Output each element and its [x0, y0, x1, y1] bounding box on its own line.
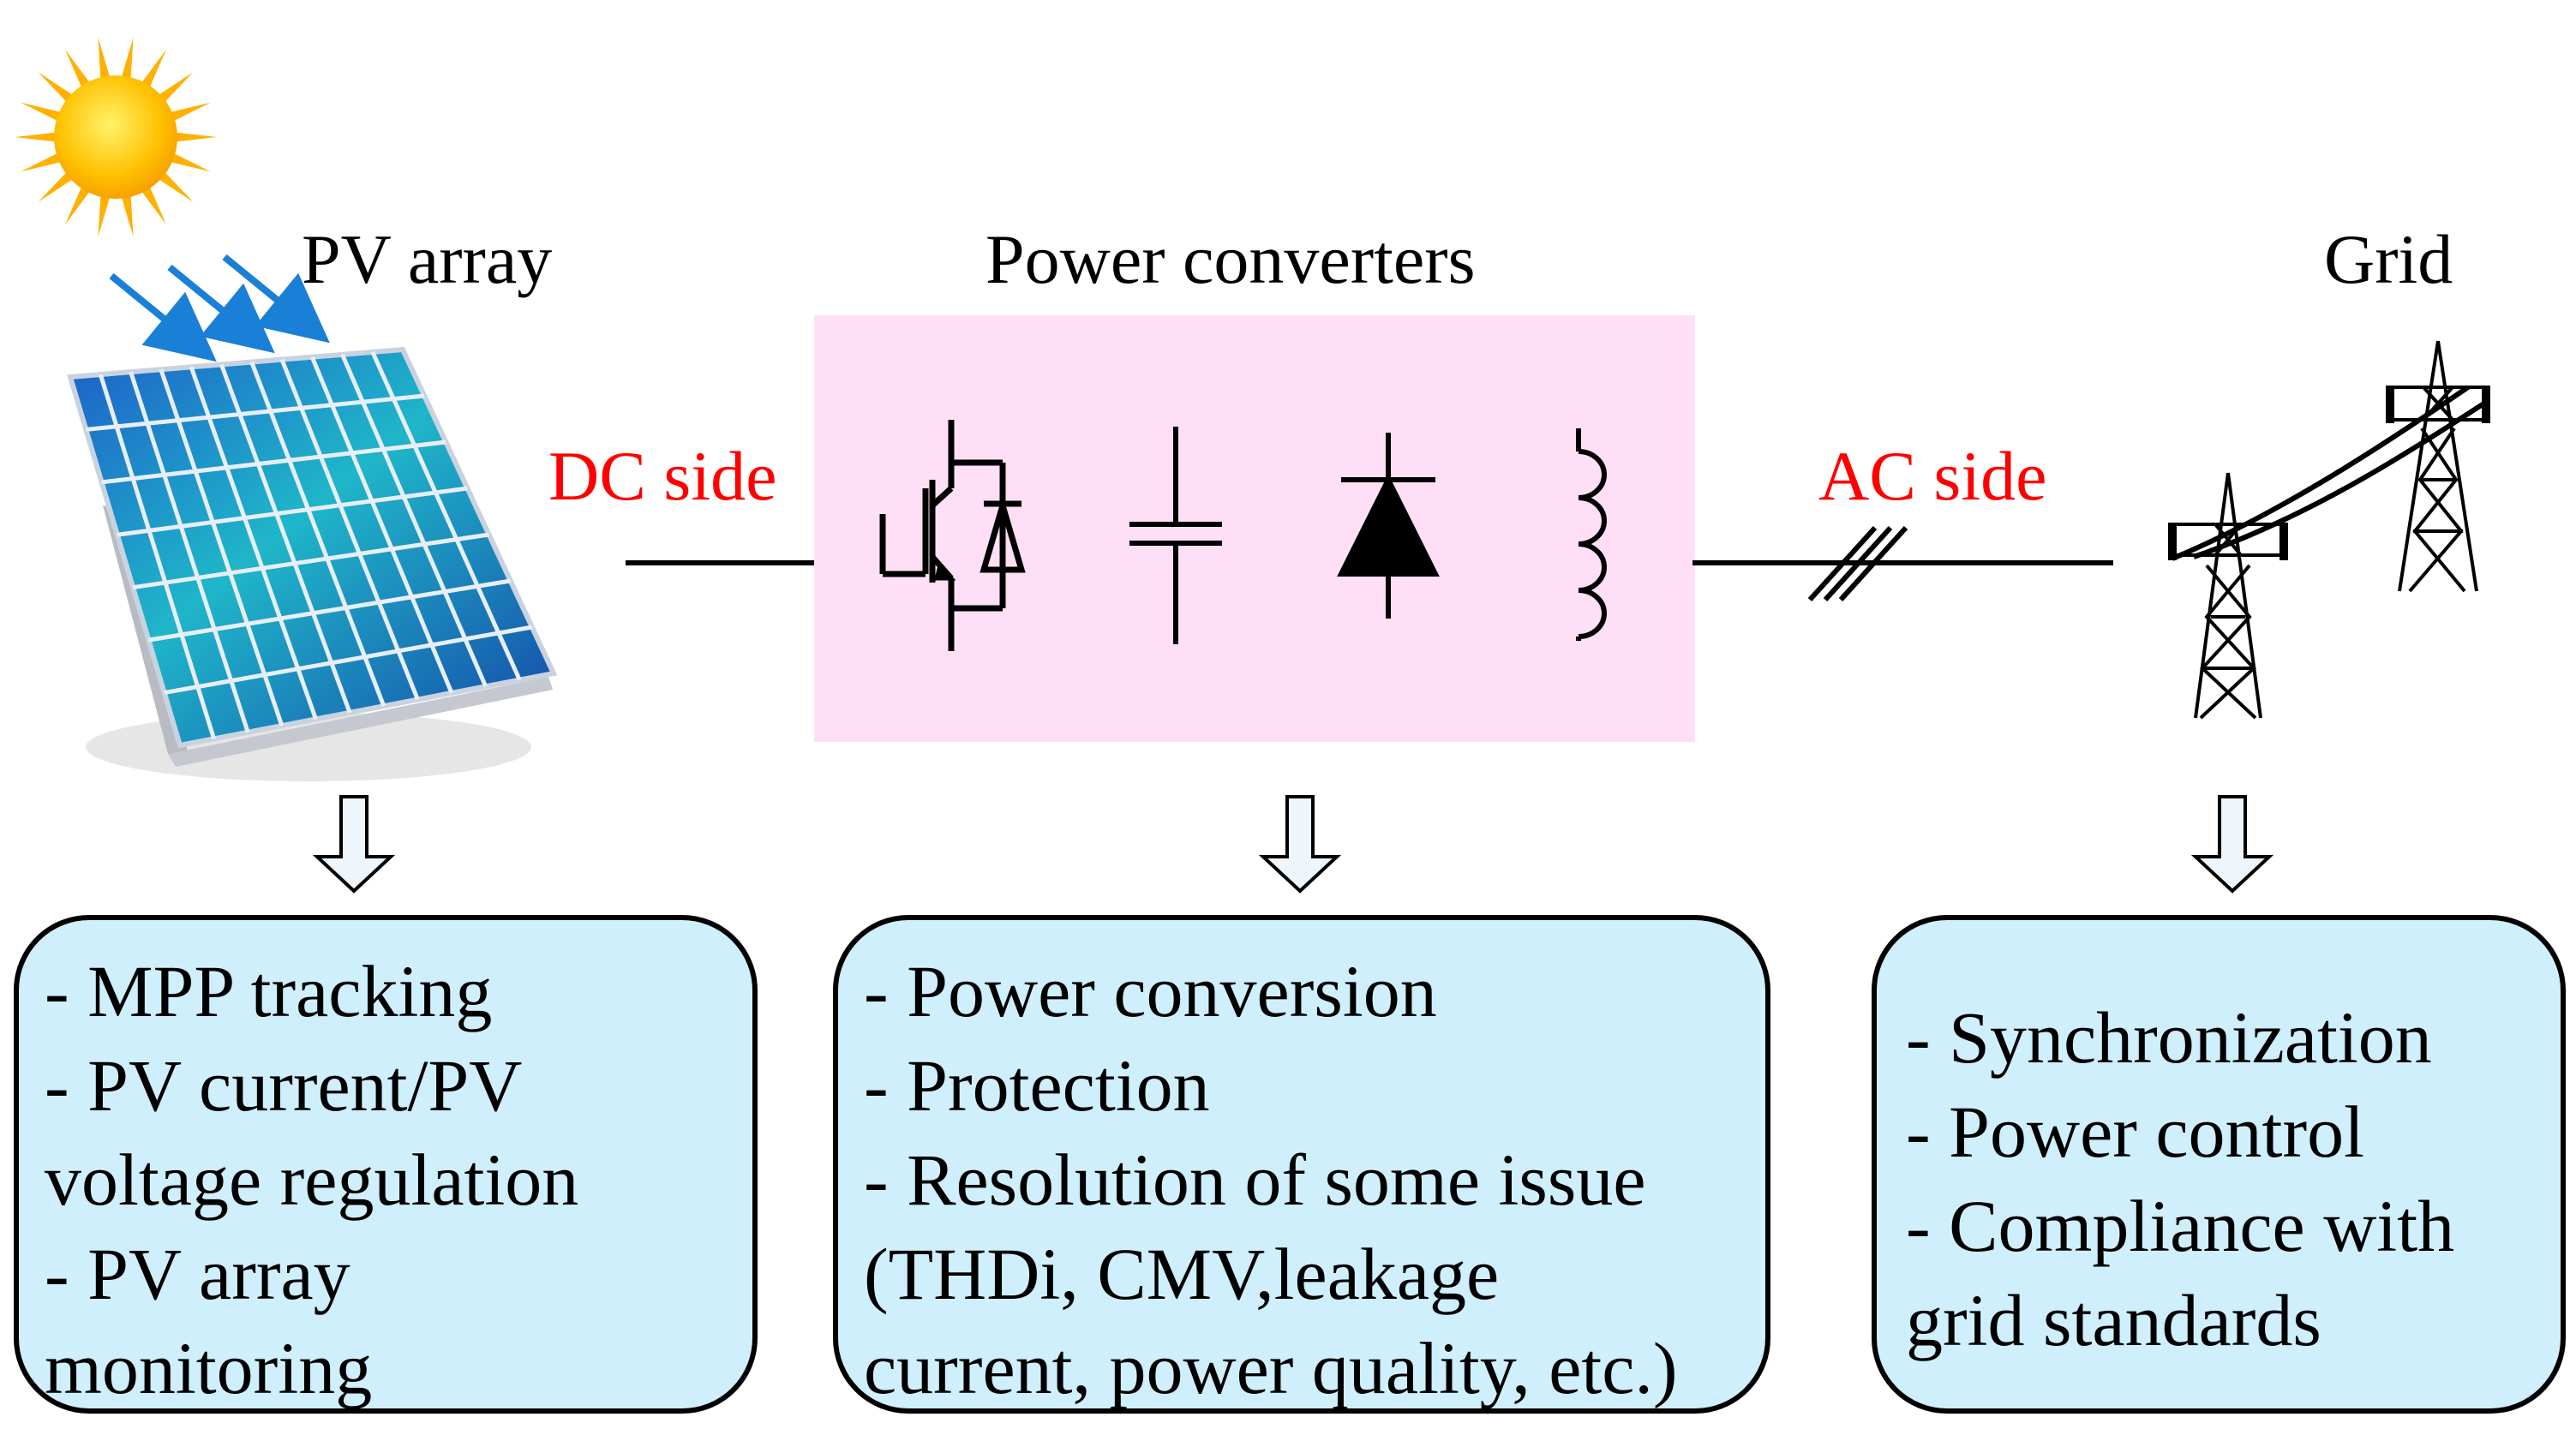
grid-functions-list: - Synchronization - Power control - Compli…: [1906, 990, 2561, 1367]
ac-side-label: AC side: [1818, 437, 2047, 515]
converter-function-line: (THDi, CMV,leakage: [864, 1233, 1500, 1315]
converter-functions-list: - Power conversion - Protection - Resoluti…: [864, 944, 1765, 1415]
inductor-symbol: [1576, 428, 1607, 641]
pv-array-label: PV array: [302, 220, 553, 298]
converter-function-line: - Resolution of some issue: [864, 1139, 1646, 1221]
grid-function-line: grid standards: [1906, 1279, 2321, 1361]
converter-functions-box: - Power conversion - Protection - Resoluti…: [833, 915, 1770, 1414]
converter-function-line: - Protection: [864, 1044, 1210, 1127]
power-converters-label: Power converters: [985, 220, 1476, 298]
three-phase-mark: [1807, 525, 1908, 602]
pv-functions-list: - MPP tracking - PV current/PV voltage reg…: [45, 944, 752, 1415]
transmission-tower-icon: [2168, 340, 2490, 720]
pv-function-line: - PV current/PV: [45, 1044, 523, 1127]
converter-function-line: - Power conversion: [864, 950, 1437, 1032]
diode-symbol: [1337, 433, 1440, 619]
sunlight-arrows: [109, 254, 330, 362]
grid-function-line: - Power control: [1906, 1091, 2364, 1173]
down-arrow-icon: [312, 795, 2274, 894]
capacitor-symbol: [1129, 427, 1222, 644]
pv-function-line: - MPP tracking: [45, 950, 493, 1032]
pv-function-line: monitoring: [45, 1327, 373, 1409]
igbt-symbol: [879, 420, 1026, 651]
grid-function-line: - Compliance with: [1906, 1185, 2455, 1267]
pv-functions-box: - MPP tracking - PV current/PV voltage reg…: [14, 915, 758, 1414]
grid-function-line: - Synchronization: [1906, 996, 2432, 1079]
pv-function-line: voltage regulation: [45, 1139, 579, 1221]
power-converter-block: [814, 315, 1695, 742]
pv-function-line: - PV array: [45, 1233, 350, 1315]
converter-function-line: current, power quality, etc.): [864, 1327, 1678, 1409]
dc-side-label: DC side: [548, 437, 777, 515]
grid-label: Grid: [2324, 220, 2453, 298]
sun-icon: [15, 37, 217, 237]
solar-panel-icon: [67, 346, 558, 781]
grid-functions-box: - Synchronization - Power control - Compli…: [1872, 915, 2566, 1414]
